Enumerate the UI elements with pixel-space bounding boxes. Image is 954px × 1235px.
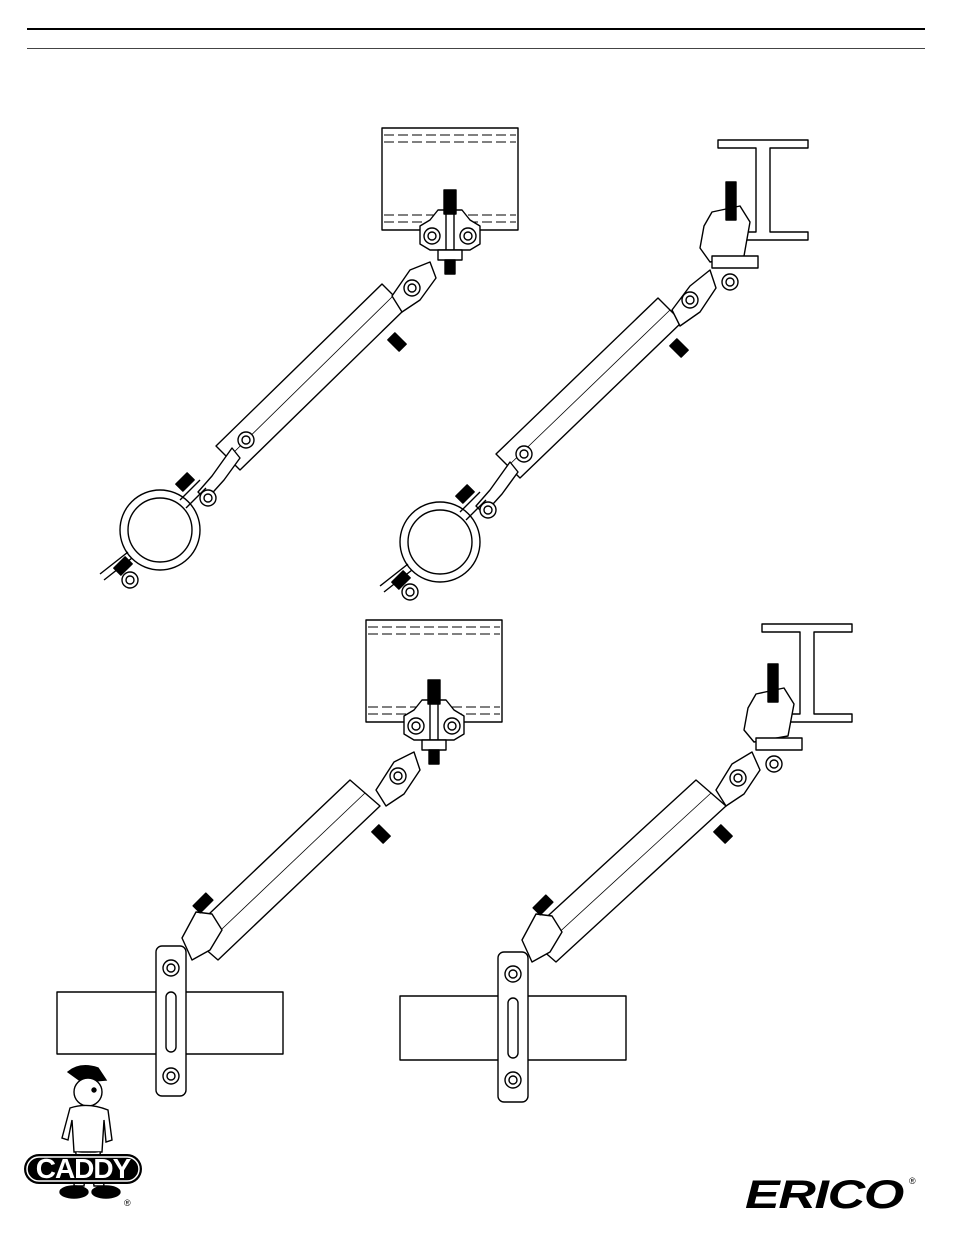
- caddy-registered-mark: ®: [124, 1198, 131, 1208]
- erico-logo: ERICO ®: [745, 1170, 920, 1215]
- caddy-logo: CADDY ®: [20, 1060, 150, 1210]
- caddy-badge: CADDY: [24, 1153, 142, 1184]
- caddy-logo-text: CADDY: [36, 1153, 132, 1184]
- erico-logo-text: ERICO: [745, 1173, 904, 1215]
- erico-registered-mark: ®: [909, 1176, 916, 1186]
